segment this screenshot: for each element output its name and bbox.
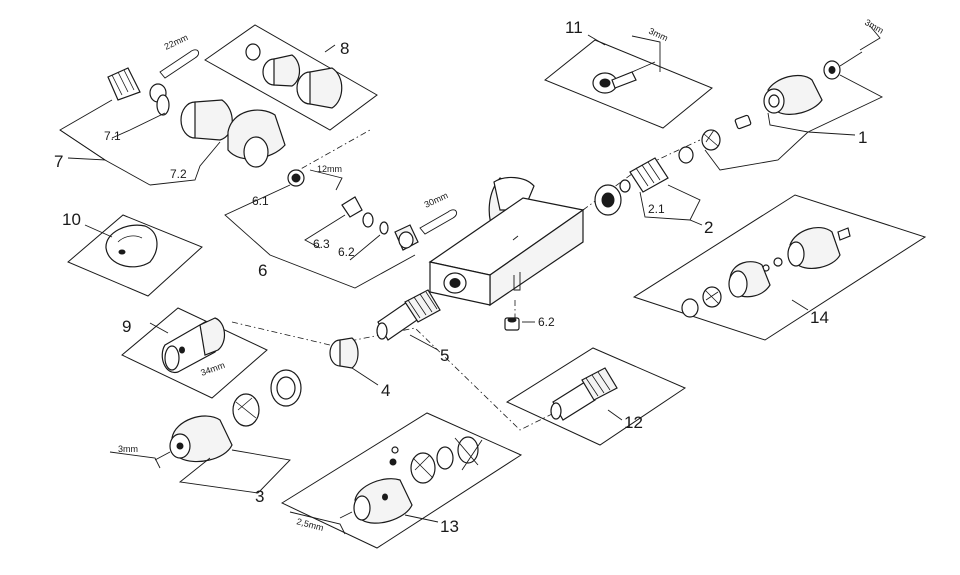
group-box-12 xyxy=(505,347,687,446)
leader-11 xyxy=(587,34,606,46)
mixer-body xyxy=(428,176,585,307)
part-6-2-spout-valve xyxy=(504,317,520,331)
axis-line-upper xyxy=(289,129,371,176)
part-9-handle-sleeve xyxy=(161,317,225,374)
part-number-6-2b: 6.2 xyxy=(538,315,555,329)
wrench-30mm-icon xyxy=(419,209,458,235)
part-11-lever xyxy=(592,35,661,94)
part-number-8: 8 xyxy=(340,39,349,58)
group-box-8 xyxy=(204,24,378,131)
part-2-thermo-cartridge xyxy=(594,157,669,216)
tool-label-3mm-part1: 3mm xyxy=(863,17,885,36)
part-4-ring xyxy=(329,337,359,369)
tool-label-30mm: 30mm xyxy=(423,190,450,210)
leader-1c xyxy=(807,74,884,133)
part-number-5: 5 xyxy=(440,346,449,365)
part-number-6-3: 6.3 xyxy=(313,237,330,251)
tool-label-3mm-part11: 3mm xyxy=(647,26,669,44)
tool-label-34mm: 34mm xyxy=(199,360,226,378)
part-5-flow-cartridge xyxy=(376,289,441,341)
tool-label-22mm: 22mm xyxy=(163,32,190,52)
leader-9 xyxy=(149,322,169,334)
leader-3 xyxy=(178,457,259,494)
leader-8 xyxy=(324,44,336,53)
part-10-cap xyxy=(105,224,158,268)
part-8-spare-set xyxy=(245,43,343,109)
part-number-6-1: 6.1 xyxy=(252,194,269,208)
part-number-12: 12 xyxy=(624,413,643,432)
leader-14 xyxy=(791,299,809,311)
leader-12 xyxy=(607,409,623,421)
leader-1b xyxy=(704,131,809,171)
part-number-1: 1 xyxy=(858,128,867,147)
leader-13 xyxy=(404,514,439,523)
part-12-cartridge xyxy=(550,367,618,421)
part-number-7: 7 xyxy=(54,152,63,171)
leader-2 xyxy=(639,191,703,226)
leader-7-1 xyxy=(111,112,166,139)
leader-5 xyxy=(409,334,439,351)
leader-7-2 xyxy=(149,141,221,186)
wrench-22mm-icon xyxy=(159,49,200,79)
part-number-7-1: 7.1 xyxy=(104,129,121,143)
group-box-9 xyxy=(121,307,268,399)
part-number-11: 11 xyxy=(565,18,583,37)
part-number-10: 10 xyxy=(62,210,81,229)
part-number-7-2: 7.2 xyxy=(170,167,187,181)
tool-label-3mm-part3: 3mm xyxy=(118,444,138,454)
part-number-3: 3 xyxy=(255,487,264,506)
tool-label-12mm: 12mm xyxy=(317,164,342,174)
group-box-11 xyxy=(544,39,713,129)
group-box-14 xyxy=(632,194,927,341)
part-14-thermo-handle-set xyxy=(681,227,851,318)
part-13-thermo-handle-set xyxy=(289,436,483,535)
part-number-6-2: 6.2 xyxy=(338,245,355,259)
leader-6-2 xyxy=(349,234,381,261)
group-box-13 xyxy=(280,412,523,549)
leader-6-3 xyxy=(304,214,346,249)
leader-2b xyxy=(667,184,701,221)
part-number-2-1: 2.1 xyxy=(648,202,665,216)
part-6-check-valve-set xyxy=(287,169,419,251)
leader-10 xyxy=(84,224,113,238)
part-1-temperature-handle xyxy=(678,25,881,164)
part-number-9: 9 xyxy=(122,317,131,336)
part-number-4: 4 xyxy=(381,381,390,400)
part-number-2: 2 xyxy=(704,218,713,237)
leader-4 xyxy=(351,367,379,386)
leader-1 xyxy=(767,112,856,136)
part-number-14: 14 xyxy=(810,308,829,327)
tool-label-2-5mm: 2,5mm xyxy=(295,516,324,533)
group-box-10 xyxy=(67,214,203,297)
part-number-6: 6 xyxy=(258,261,267,280)
part-7-eccentric-connection xyxy=(107,67,286,168)
part-3-flow-handle xyxy=(109,369,302,469)
part-number-13: 13 xyxy=(440,517,459,536)
allen-key-12mm-icon xyxy=(309,169,343,191)
leader-6 xyxy=(224,184,416,289)
leader-7b xyxy=(59,129,151,186)
leader-3b xyxy=(231,449,291,494)
